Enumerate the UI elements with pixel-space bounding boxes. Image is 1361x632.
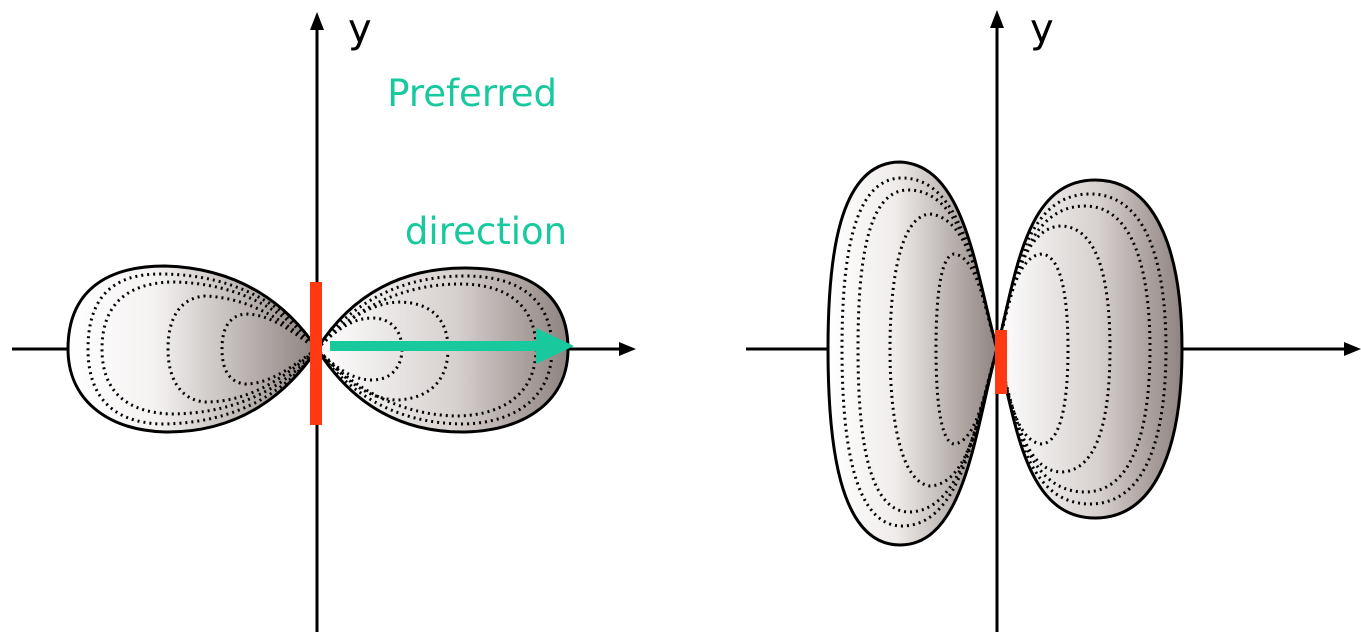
x-axis-arrowhead-icon <box>1344 342 1361 356</box>
y-axis-arrowhead-icon <box>990 10 1004 28</box>
lobe-left-small <box>68 266 317 432</box>
annotation-line-2: direction <box>405 210 567 253</box>
source-bar-icon <box>995 330 1007 394</box>
diagram-left: y Preferre <box>12 6 636 632</box>
y-axis-label-left: y <box>348 6 372 52</box>
lobe-right-vertical <box>997 180 1182 518</box>
diagram-right: y <box>746 6 1361 632</box>
annotation-text: Preferred direction <box>387 72 569 253</box>
lobe-left-vertical <box>828 162 997 545</box>
annotation-line-1: Preferred <box>387 72 557 115</box>
y-axis-arrowhead-icon <box>310 12 324 30</box>
source-bar-icon <box>310 282 322 425</box>
x-axis-arrowhead-icon <box>619 342 636 356</box>
y-axis-label-right: y <box>1030 6 1054 52</box>
